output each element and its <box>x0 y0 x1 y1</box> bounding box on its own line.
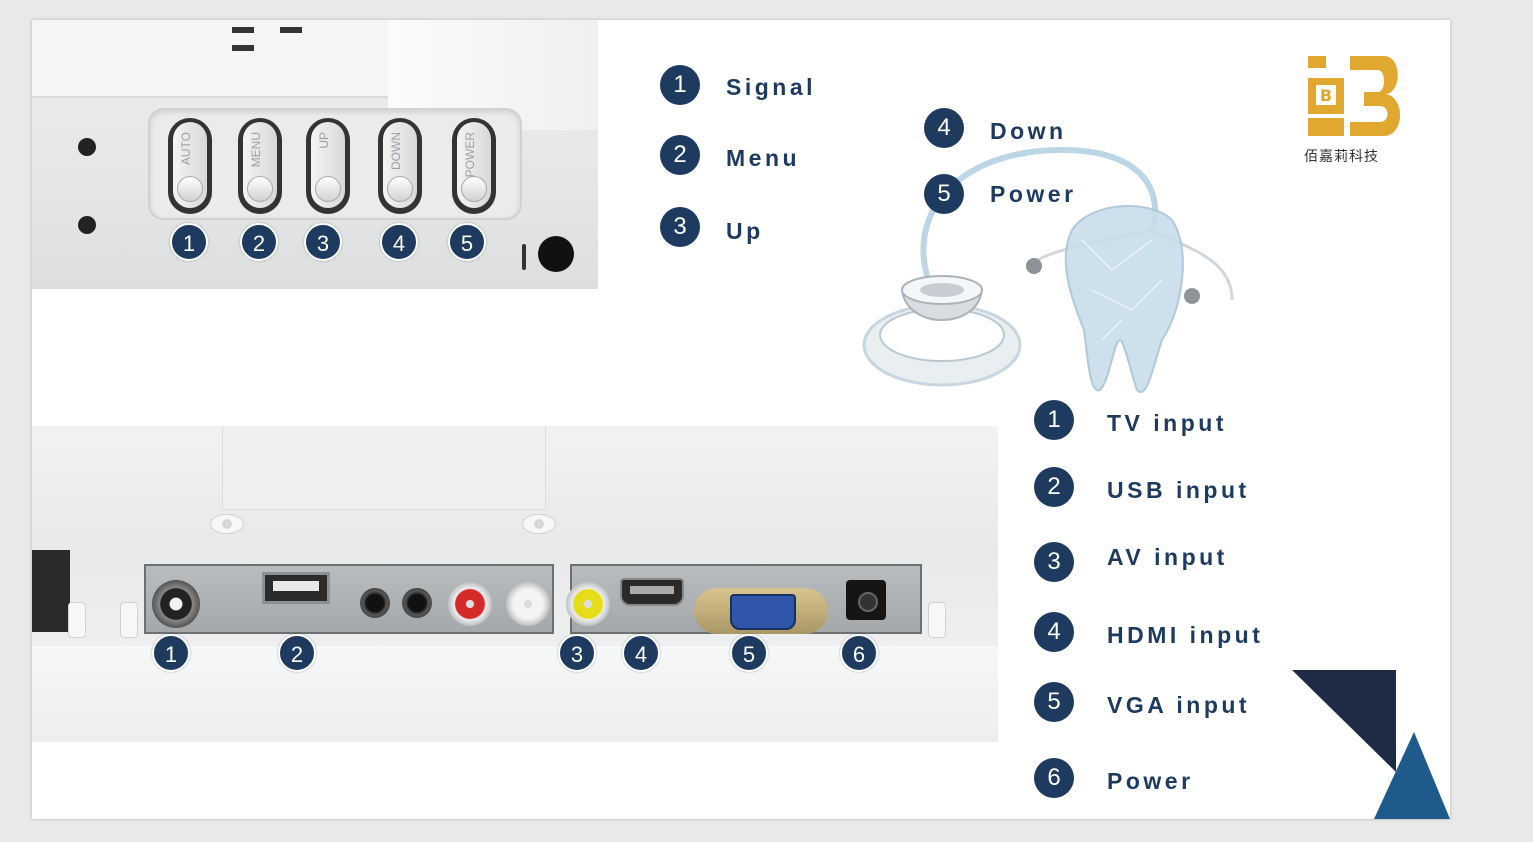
legend-power-input: Power <box>1107 768 1194 794</box>
corner-triangles <box>1292 670 1450 819</box>
legend-menu: Menu <box>726 145 801 171</box>
legend-number: 4 <box>924 108 964 148</box>
menu-button: MENU <box>238 118 282 214</box>
legend-signal: Signal <box>726 74 817 100</box>
screw-hole <box>78 138 96 156</box>
rca-white-port <box>506 582 550 626</box>
port-marker: 3 <box>558 634 596 672</box>
vent-slots <box>232 20 362 51</box>
hdmi-port <box>620 578 684 606</box>
peg <box>120 602 138 638</box>
brand-name: 佰嘉莉科技 <box>1304 149 1379 165</box>
legend-number: 1 <box>660 65 700 105</box>
audio-jack <box>360 588 390 618</box>
vga-port <box>694 588 828 634</box>
button-marker: 4 <box>380 223 418 261</box>
button-marker: 2 <box>240 223 278 261</box>
tv-coax-port <box>152 580 200 628</box>
audio-jack <box>402 588 432 618</box>
auto-button: AUTO <box>168 118 212 214</box>
stethoscope-tooth-illustration <box>862 146 1234 393</box>
legend-number: 2 <box>1034 467 1074 507</box>
dc-power-port <box>846 580 886 620</box>
port-marker: 2 <box>278 634 316 672</box>
base-surface <box>32 646 998 742</box>
button-engraving: MENU <box>249 132 263 168</box>
button-marker: 3 <box>304 223 342 261</box>
monitor-bezel <box>32 20 388 98</box>
rca-red-port <box>448 582 492 626</box>
down-button: DOWN <box>378 118 422 214</box>
housing-edge <box>32 550 70 632</box>
legend-av-input: AV input <box>1107 544 1228 570</box>
legend-number: 5 <box>1034 682 1074 722</box>
slide: AUTO MENU UP DOWN POWER 1 2 3 4 5 1 Sign… <box>32 20 1450 819</box>
screw <box>522 514 556 534</box>
legend-number: 4 <box>1034 612 1074 652</box>
button-engraving: POWER <box>463 132 477 178</box>
legend-number: 3 <box>660 207 700 247</box>
legend-usb-input: USB input <box>1107 477 1250 503</box>
brand-logo: B <box>1308 56 1401 136</box>
port-marker: 4 <box>622 634 660 672</box>
button-engraving: AUTO <box>179 132 193 166</box>
legend-number: 5 <box>924 174 964 214</box>
port-panel-left <box>144 564 554 634</box>
port-marker: 5 <box>730 634 768 672</box>
av-yellow-port <box>566 582 610 626</box>
legend-up: Up <box>726 218 764 244</box>
ports-photo: 1 2 3 4 5 6 <box>32 426 998 742</box>
button-engraving: DOWN <box>389 132 403 170</box>
power-button: POWER <box>452 118 496 214</box>
usb-port <box>262 572 330 604</box>
svg-text:B: B <box>1320 86 1332 105</box>
legend-hdmi-input: HDMI input <box>1107 622 1264 648</box>
indicator-line <box>522 244 526 270</box>
button-marker: 1 <box>170 223 208 261</box>
legend-tv-input: TV input <box>1107 410 1227 436</box>
up-button: UP <box>306 118 350 214</box>
button-engraving: UP <box>317 132 331 149</box>
legend-down: Down <box>990 118 1067 144</box>
peg <box>68 602 86 638</box>
legend-number: 3 <box>1034 542 1074 582</box>
button-marker: 5 <box>448 223 486 261</box>
legend-vga-input: VGA input <box>1107 692 1251 718</box>
port-marker: 1 <box>152 634 190 672</box>
ir-sensor <box>538 236 574 272</box>
legend-number: 1 <box>1034 400 1074 440</box>
rear-housing <box>222 426 546 510</box>
screw <box>210 514 244 534</box>
legend-number: 2 <box>660 135 700 175</box>
peg <box>928 602 946 638</box>
legend-power: Power <box>990 181 1077 207</box>
buttons-photo: AUTO MENU UP DOWN POWER 1 2 3 4 5 <box>32 20 598 289</box>
legend-number: 6 <box>1034 758 1074 798</box>
screw-hole <box>78 216 96 234</box>
port-marker: 6 <box>840 634 878 672</box>
